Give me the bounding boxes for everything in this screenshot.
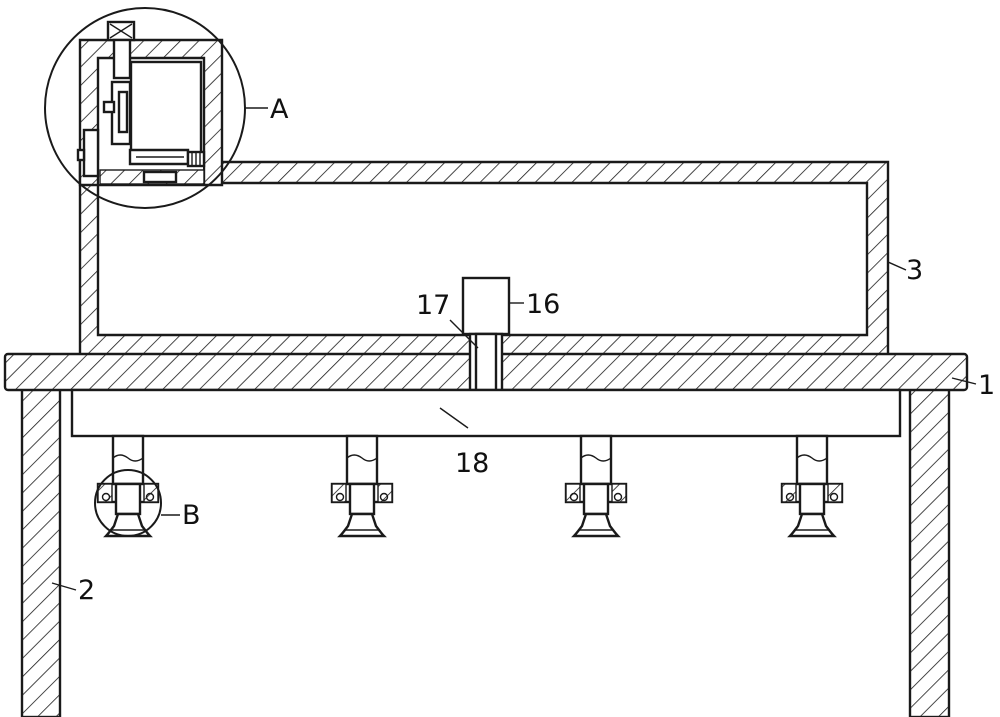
suction-assemblies: [96, 434, 844, 538]
label-shaft: 17: [416, 290, 450, 321]
right-leg: [908, 387, 951, 717]
label-left-leg: 2: [78, 575, 95, 606]
suction-cup-assembly: [780, 434, 844, 538]
label-base-plate: 1: [978, 370, 995, 401]
label-box: 3: [906, 255, 923, 286]
bar: [70, 388, 902, 438]
suction-cup-assembly: [564, 434, 628, 538]
left-leg: [20, 387, 62, 717]
suction-cup-assembly: [96, 434, 160, 538]
suction-cup-assembly: [330, 434, 394, 538]
motor: [461, 276, 511, 336]
detail-circle-a: [44, 7, 246, 209]
label-detail-a: A: [270, 94, 289, 125]
label-motor: 16: [526, 289, 560, 320]
shaft: [468, 332, 504, 392]
label-bar: 18: [455, 448, 489, 479]
label-detail-b: B: [182, 500, 201, 531]
detail-circle-b: [94, 469, 162, 537]
leader-lines: [51, 107, 977, 591]
reference-labels: A 3 16 17 1 18 B 2: [78, 94, 995, 606]
